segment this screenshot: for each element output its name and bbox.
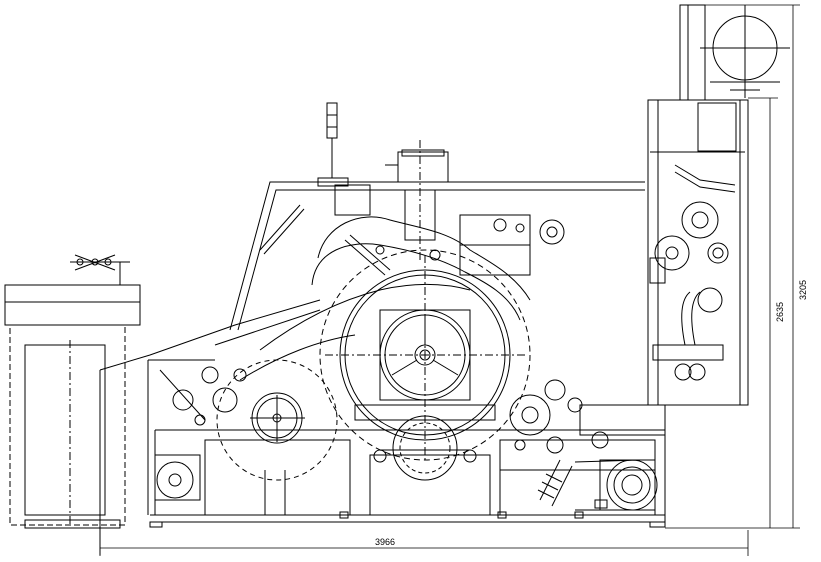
drive-motor: [575, 460, 657, 510]
hopper-chute: [100, 300, 320, 555]
dimension-lines: [100, 5, 800, 556]
main-cylinder: [320, 250, 530, 460]
taker-in-roll: [217, 360, 337, 480]
cabinet-rolls: [650, 202, 728, 380]
feeder-hook: [70, 255, 130, 285]
signal-tower: [318, 103, 348, 186]
vent-drum: [680, 5, 790, 100]
top-frame: [230, 182, 645, 330]
stripping-rolls: [510, 380, 608, 453]
feed-rolls: [155, 367, 246, 500]
base-frame: [150, 405, 665, 527]
spring-chute: [538, 460, 572, 506]
top-motor: [335, 140, 448, 260]
feeder-box: [5, 285, 140, 528]
doffer-roll: [374, 416, 476, 480]
dim-overall-height: 3205: [798, 280, 808, 300]
upper-cover: [240, 215, 564, 380]
dim-frame-height: 2635: [775, 302, 785, 322]
dim-overall-length: 3966: [375, 537, 395, 547]
